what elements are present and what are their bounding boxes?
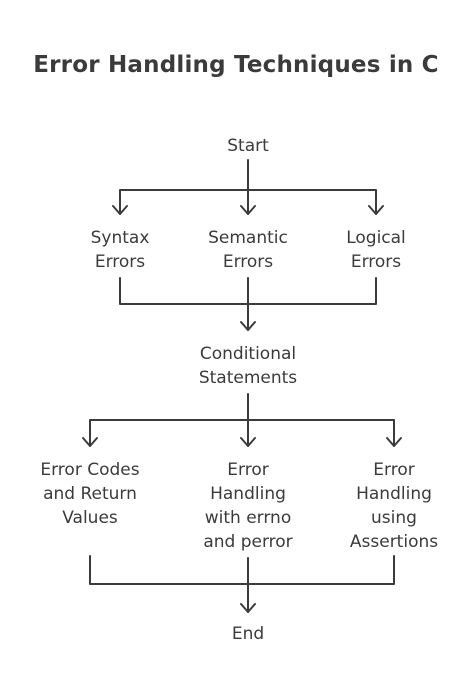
arrowhead-logical — [368, 205, 384, 215]
node-errno-perror: Error Handling with errno and perror — [203, 460, 293, 552]
node-assertions: Error Handling using Assertions — [349, 460, 439, 552]
arrowhead-end — [240, 603, 256, 613]
node-syntax-errors: Syntax Errors — [90, 228, 150, 272]
node-conditional-statements: Conditional Statements — [198, 344, 298, 388]
arrowhead-error-codes — [82, 437, 98, 447]
diagram-title: Error Handling Techniques in C — [33, 52, 439, 78]
arrowhead-syntax — [112, 205, 128, 215]
node-end: End — [231, 624, 265, 644]
arrowhead-semantic — [240, 205, 256, 215]
node-semantic-errors: Semantic Errors — [208, 228, 288, 272]
node-start: Start — [227, 136, 269, 156]
node-logical-errors: Logical Errors — [346, 228, 406, 272]
arrowhead-conditional — [240, 321, 256, 331]
arrowhead-errno — [240, 437, 256, 447]
node-error-codes: Error Codes and Return Values — [40, 460, 140, 528]
connector-techniques-merge — [89, 555, 395, 585]
arrowhead-assertions — [386, 437, 402, 447]
connector-conditional-branch — [89, 419, 395, 447]
